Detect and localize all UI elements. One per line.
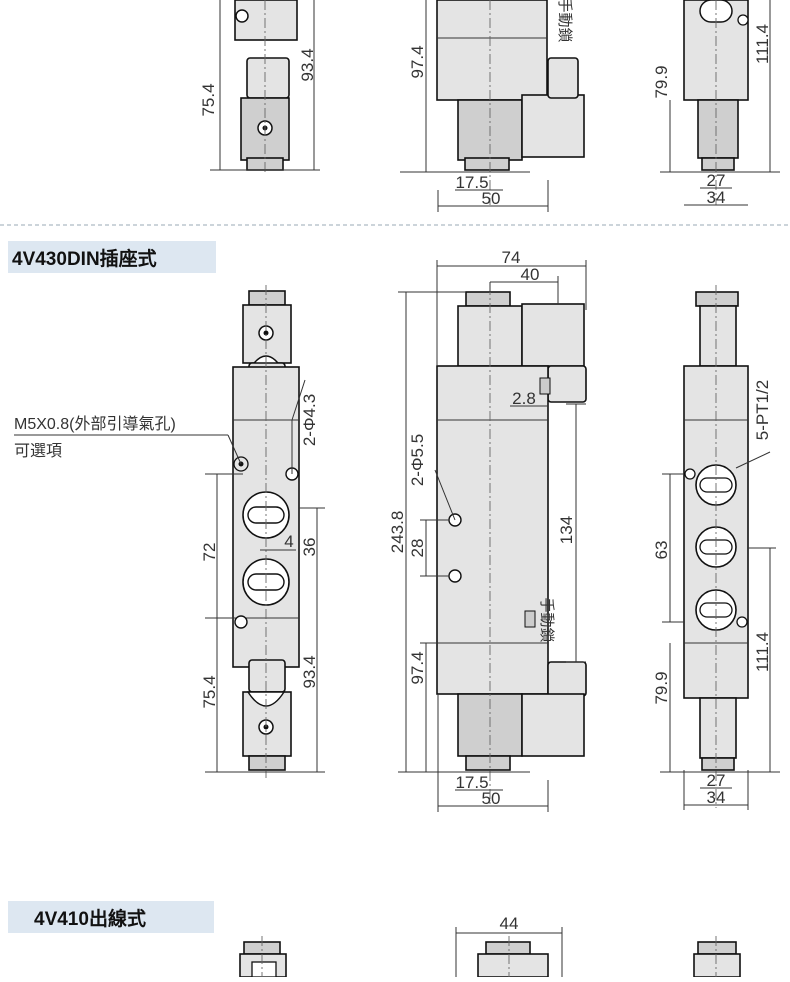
din-dim-243-8: 243.8 bbox=[388, 511, 407, 554]
din-dim-75-4: 75.4 bbox=[200, 675, 219, 708]
din-dim-34: 34 bbox=[707, 788, 726, 807]
din-dim-50: 50 bbox=[482, 789, 501, 808]
din-dim-111-4: 111.4 bbox=[753, 632, 772, 672]
top-dim-75-4: 75.4 bbox=[199, 83, 218, 116]
din-dim-63: 63 bbox=[652, 541, 671, 560]
top-dim-34: 34 bbox=[707, 188, 726, 207]
top-dim-79-9: 79.9 bbox=[652, 65, 671, 98]
wire-mid-view bbox=[455, 927, 563, 978]
optional-note: 可選項 bbox=[14, 442, 62, 460]
din-right-view bbox=[660, 285, 780, 810]
din-dim-79-9: 79.9 bbox=[652, 671, 671, 704]
top-dim-17-5: 17.5 bbox=[455, 173, 488, 192]
din-manual-lock-label: 手動鎖 bbox=[538, 597, 555, 642]
din-mid-view bbox=[398, 260, 587, 812]
din-dim-97-4: 97.4 bbox=[408, 651, 427, 684]
din-left-view bbox=[205, 285, 325, 778]
top-left-view bbox=[210, 0, 320, 172]
screw-icon bbox=[235, 9, 249, 23]
top-dim-93-4: 93.4 bbox=[298, 48, 317, 81]
din-dim-28: 28 bbox=[408, 539, 427, 558]
section-title-wire: 4V410出線式 bbox=[8, 901, 214, 933]
wire-right-view bbox=[693, 936, 741, 978]
din-dim-36: 36 bbox=[300, 538, 319, 557]
top-dim-97-4: 97.4 bbox=[408, 45, 427, 78]
pilot-port-icon bbox=[233, 456, 249, 472]
din-dim-74: 74 bbox=[502, 248, 521, 267]
section-title-din: 4V430DIN插座式 bbox=[8, 241, 216, 273]
din-left-top-cap bbox=[248, 290, 286, 306]
top-dim-50: 50 bbox=[482, 189, 501, 208]
port-thread-note: M5X0.8(外部引導氣孔) bbox=[14, 414, 176, 433]
din-dim-93-4: 93.4 bbox=[300, 655, 319, 688]
top-dim-27: 27 bbox=[707, 171, 726, 190]
top-mid-view bbox=[400, 0, 585, 212]
top-dim-111-4: 111.4 bbox=[753, 24, 772, 64]
din-dim-27: 27 bbox=[707, 771, 726, 790]
din-dim-72: 72 bbox=[200, 543, 219, 562]
din-dim-2-8: 2.8 bbox=[512, 389, 536, 408]
wire-left-view bbox=[239, 936, 287, 978]
mount-hole-icon bbox=[448, 569, 462, 583]
din-hole-small-label: 2-Φ4.3 bbox=[300, 394, 319, 446]
top-manual-lock-label: 手動鎖 bbox=[556, 0, 573, 43]
din-dim-40: 40 bbox=[521, 265, 540, 284]
wire-dim-44: 44 bbox=[500, 914, 519, 933]
din-dim-4: 4 bbox=[284, 532, 293, 551]
din-dim-134: 134 bbox=[557, 516, 576, 544]
din-hole-large-label: 2-Φ5.5 bbox=[408, 434, 427, 486]
din-dim-17-5: 17.5 bbox=[455, 773, 488, 792]
top-right-view bbox=[660, 0, 780, 206]
din-thread-pt-label: 5-PT1/2 bbox=[753, 380, 772, 440]
